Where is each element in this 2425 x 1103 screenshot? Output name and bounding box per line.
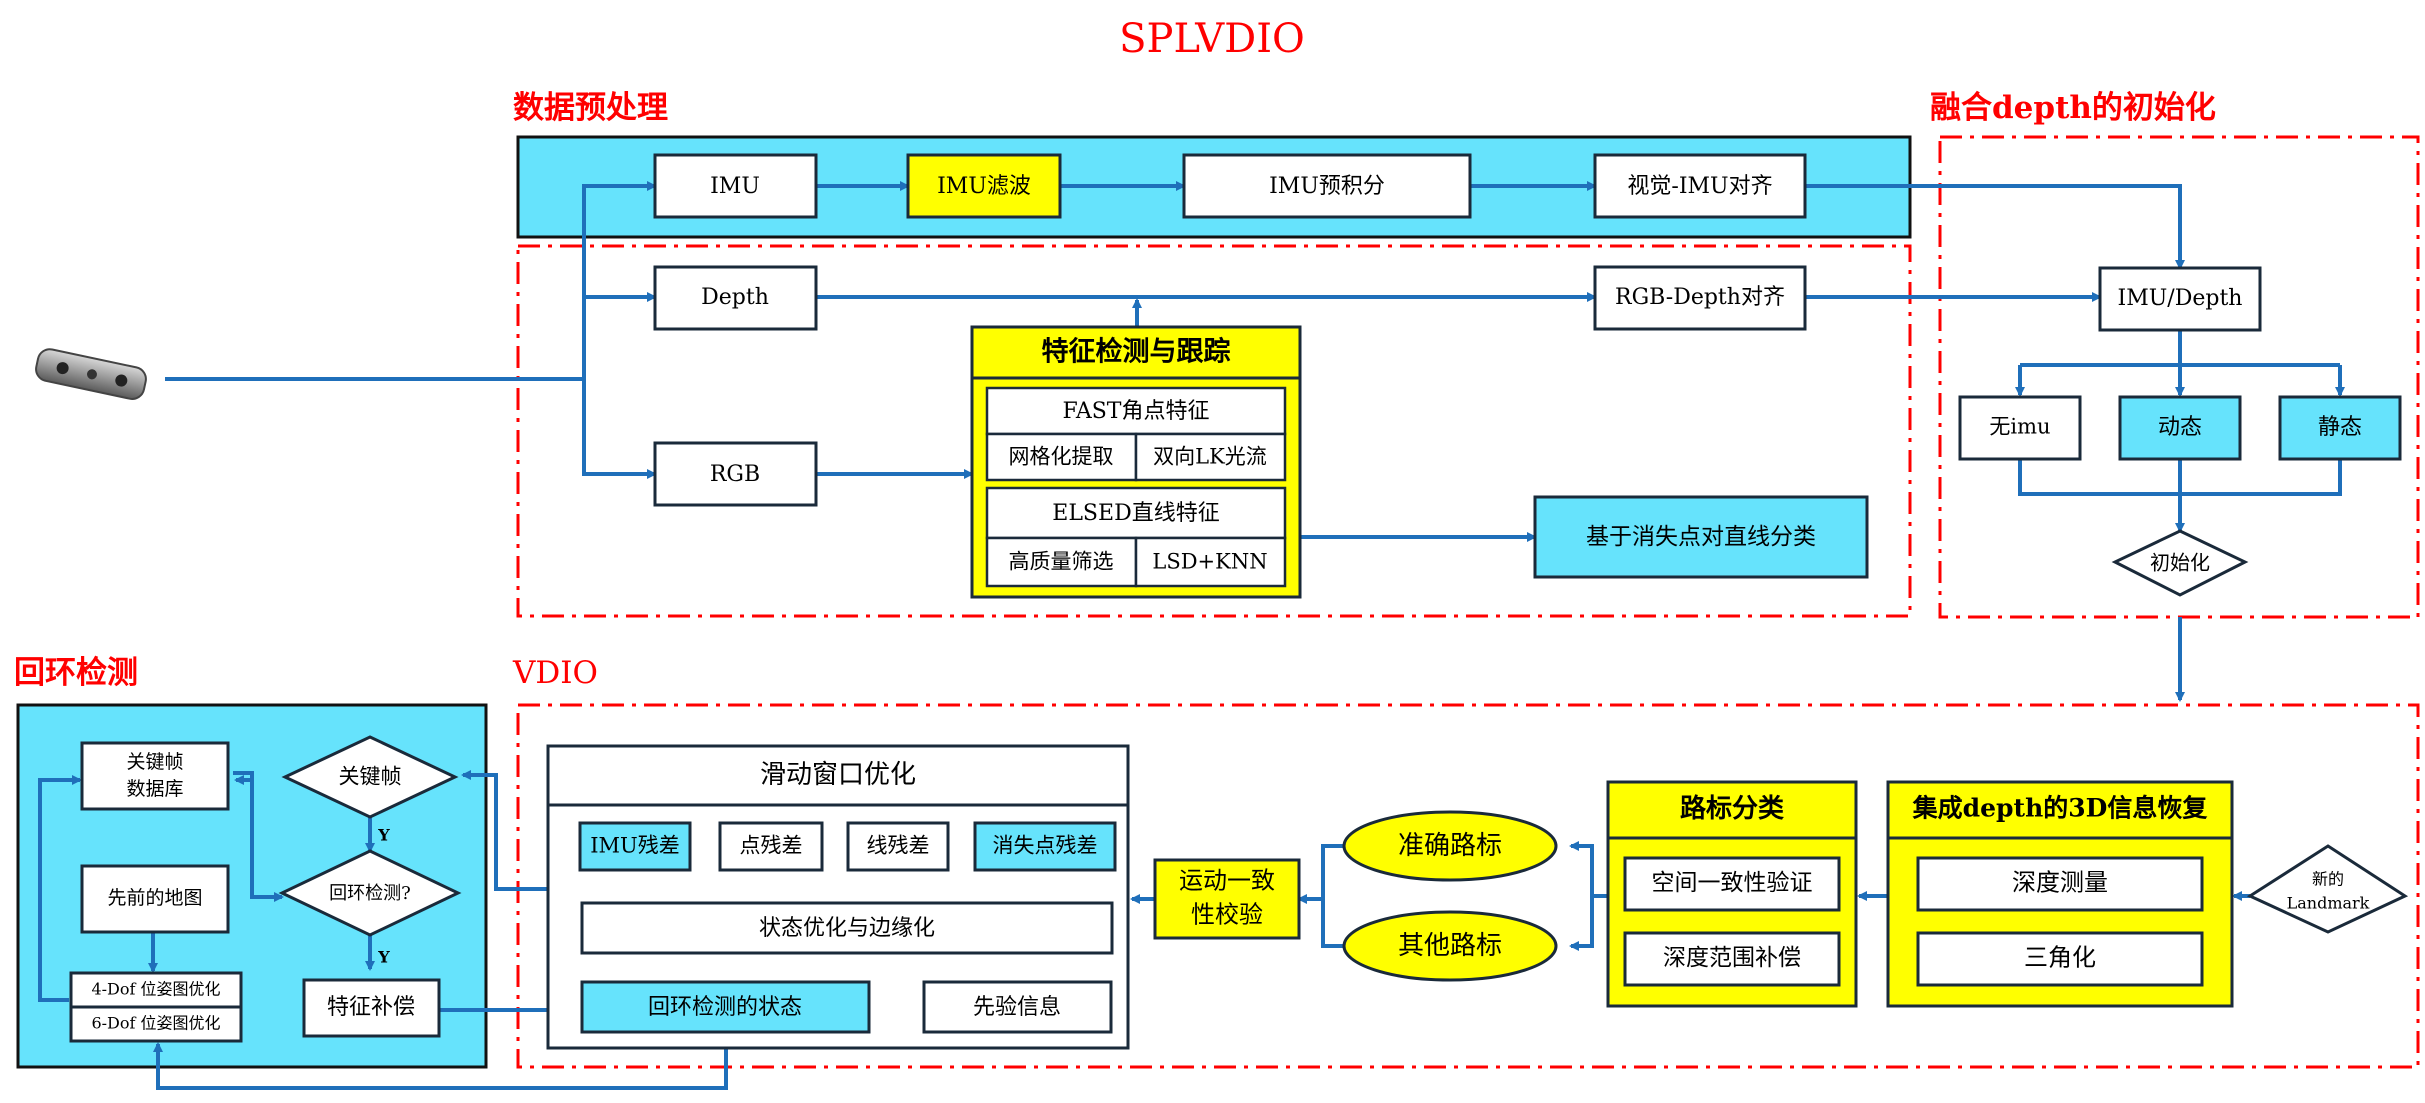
loop-detect-diamond (278, 849, 462, 937)
visual-imu-align-label: 视觉-IMU对齐 (1627, 174, 1772, 199)
feature-comp-box (302, 978, 441, 1038)
depth-box (653, 265, 818, 331)
grid-extract-label: 网格化提取 (1009, 445, 1114, 469)
high-quality-box (985, 536, 1138, 588)
state-opt-box (580, 901, 1114, 955)
no-imu-label: 无imu (1989, 415, 2050, 439)
prior-info-box (922, 980, 1113, 1034)
imu-depth-label: IMU/Depth (2118, 286, 2243, 311)
static-label: 静态 (2318, 415, 2362, 440)
accurate-landmark-ellipse (1342, 810, 1558, 882)
line-residual-box (846, 821, 950, 872)
dof4-box (69, 971, 243, 1009)
elsed-line-box (985, 486, 1287, 540)
vp-line-class-label: 基于消失点对直线分类 (1586, 524, 1816, 550)
dynamic-box (2118, 395, 2242, 461)
state-opt-label: 状态优化与边缘化 (759, 916, 935, 941)
sliding-window-title: 滑动窗口优化 (760, 760, 916, 790)
imu-preint-label: IMU预积分 (1269, 174, 1385, 199)
depth-3d-recovery-title: 集成depth的3D信息恢复 (1912, 794, 2209, 823)
no-imu-box (1958, 395, 2082, 461)
loop-state-label: 回环检测的状态 (648, 995, 802, 1020)
keyframe-db-label-1: 关键帧 (126, 751, 183, 773)
imu-residual-label: IMU残差 (590, 834, 680, 858)
new-landmark-label-2: Landmark (2287, 894, 2370, 913)
feature-comp-label: 特征补偿 (327, 995, 415, 1020)
depth-range-comp-box (1623, 931, 1841, 987)
new-landmark-diamond (2246, 844, 2409, 934)
point-residual-box (718, 821, 824, 872)
high-quality-label: 高质量筛选 (1009, 550, 1114, 574)
dof6-label: 6-Dof 位姿图优化 (91, 1014, 220, 1033)
yes-label-1: Y (377, 826, 390, 845)
prev-map-box (80, 864, 230, 934)
feature-detect-title: 特征检测与跟踪 (1042, 336, 1231, 368)
lsd-knn-box (1134, 536, 1287, 588)
imu-label: IMU (710, 174, 760, 199)
keyframe-db-label-2: 数据库 (126, 778, 183, 800)
preprocess-region (516, 244, 1912, 618)
imu-depth-box (2098, 266, 2262, 332)
depth-measure-label: 深度测量 (2012, 869, 2108, 897)
landmark-class-title: 路标分类 (1680, 793, 1784, 824)
depth-label: Depth (701, 285, 769, 310)
bidirectional-lk-label: 双向LK光流 (1153, 445, 1267, 469)
elsed-line-label: ELSED直线特征 (1052, 501, 1219, 526)
init-diamond (2111, 529, 2249, 597)
other-landmark-label: 其他路标 (1398, 931, 1502, 961)
keyframe-label: 关键帧 (339, 765, 402, 789)
line-residual-label: 线残差 (867, 834, 930, 858)
init-label: 初始化 (2150, 551, 2210, 575)
lsd-knn-label: LSD+KNN (1152, 550, 1267, 574)
rgb-label: RGB (710, 462, 760, 487)
imu-preintegration-box (1182, 153, 1472, 219)
loop-state-box (580, 980, 871, 1034)
visual-imu-align-box (1593, 153, 1807, 219)
vdio-region (516, 703, 2420, 1069)
depth-camera-icon (35, 348, 147, 400)
keyframe-db-box (80, 741, 230, 811)
dof4-label: 4-Dof 位姿图优化 (91, 980, 220, 999)
dynamic-label: 动态 (2158, 415, 2202, 440)
imu-filter-box (906, 153, 1062, 219)
section-label-loop: 回环检测 (14, 655, 138, 691)
fast-corner-label: FAST角点特征 (1063, 399, 1210, 424)
section-label-preprocess: 数据预处理 (513, 90, 668, 126)
spatial-consistency-label: 空间一致性验证 (1652, 870, 1813, 896)
imu-filter-label: IMU滤波 (937, 174, 1031, 199)
bidirectional-lk-box (1134, 432, 1287, 482)
yes-label-2: Y (377, 948, 390, 967)
depth-range-comp-label: 深度范围补偿 (1663, 945, 1801, 971)
other-landmark-ellipse (1342, 910, 1558, 982)
motion-consistency-label-2: 性校验 (1191, 901, 1263, 929)
imu-residual-box (578, 821, 692, 872)
rgb-box (653, 441, 818, 507)
diagram-title: SPLVDIO (1119, 16, 1305, 62)
prev-map-label: 先前的地图 (107, 887, 202, 909)
point-residual-label: 点残差 (740, 834, 803, 858)
rgb-depth-align-box (1593, 265, 1807, 331)
motion-consistency-label-1: 运动一致 (1179, 867, 1275, 895)
static-box (2278, 395, 2402, 461)
vp-residual-box (973, 821, 1117, 872)
keyframe-diamond (281, 735, 459, 819)
triangulation-label: 三角化 (2024, 944, 2096, 972)
vp-line-class-box (1533, 495, 1869, 579)
section-label-depth-init: 融合depth的初始化 (1930, 90, 2216, 126)
motion-consistency-box (1153, 858, 1301, 940)
prior-info-label: 先验信息 (973, 995, 1061, 1020)
spatial-consistency-box (1623, 856, 1841, 912)
imu-box (653, 153, 818, 219)
vp-residual-label: 消失点残差 (993, 834, 1098, 858)
triangulation-box (1916, 931, 2204, 987)
dof6-box (69, 1005, 243, 1043)
new-landmark-label-1: 新的 (2312, 870, 2344, 889)
depth-measure-box (1916, 856, 2204, 912)
grid-extract-box (985, 432, 1138, 482)
rgb-depth-align-label: RGB-Depth对齐 (1615, 285, 1785, 310)
section-label-vdio: VDIO (512, 655, 598, 691)
loop-detect-label: 回环检测? (329, 883, 411, 904)
accurate-landmark-label: 准确路标 (1398, 831, 1502, 861)
